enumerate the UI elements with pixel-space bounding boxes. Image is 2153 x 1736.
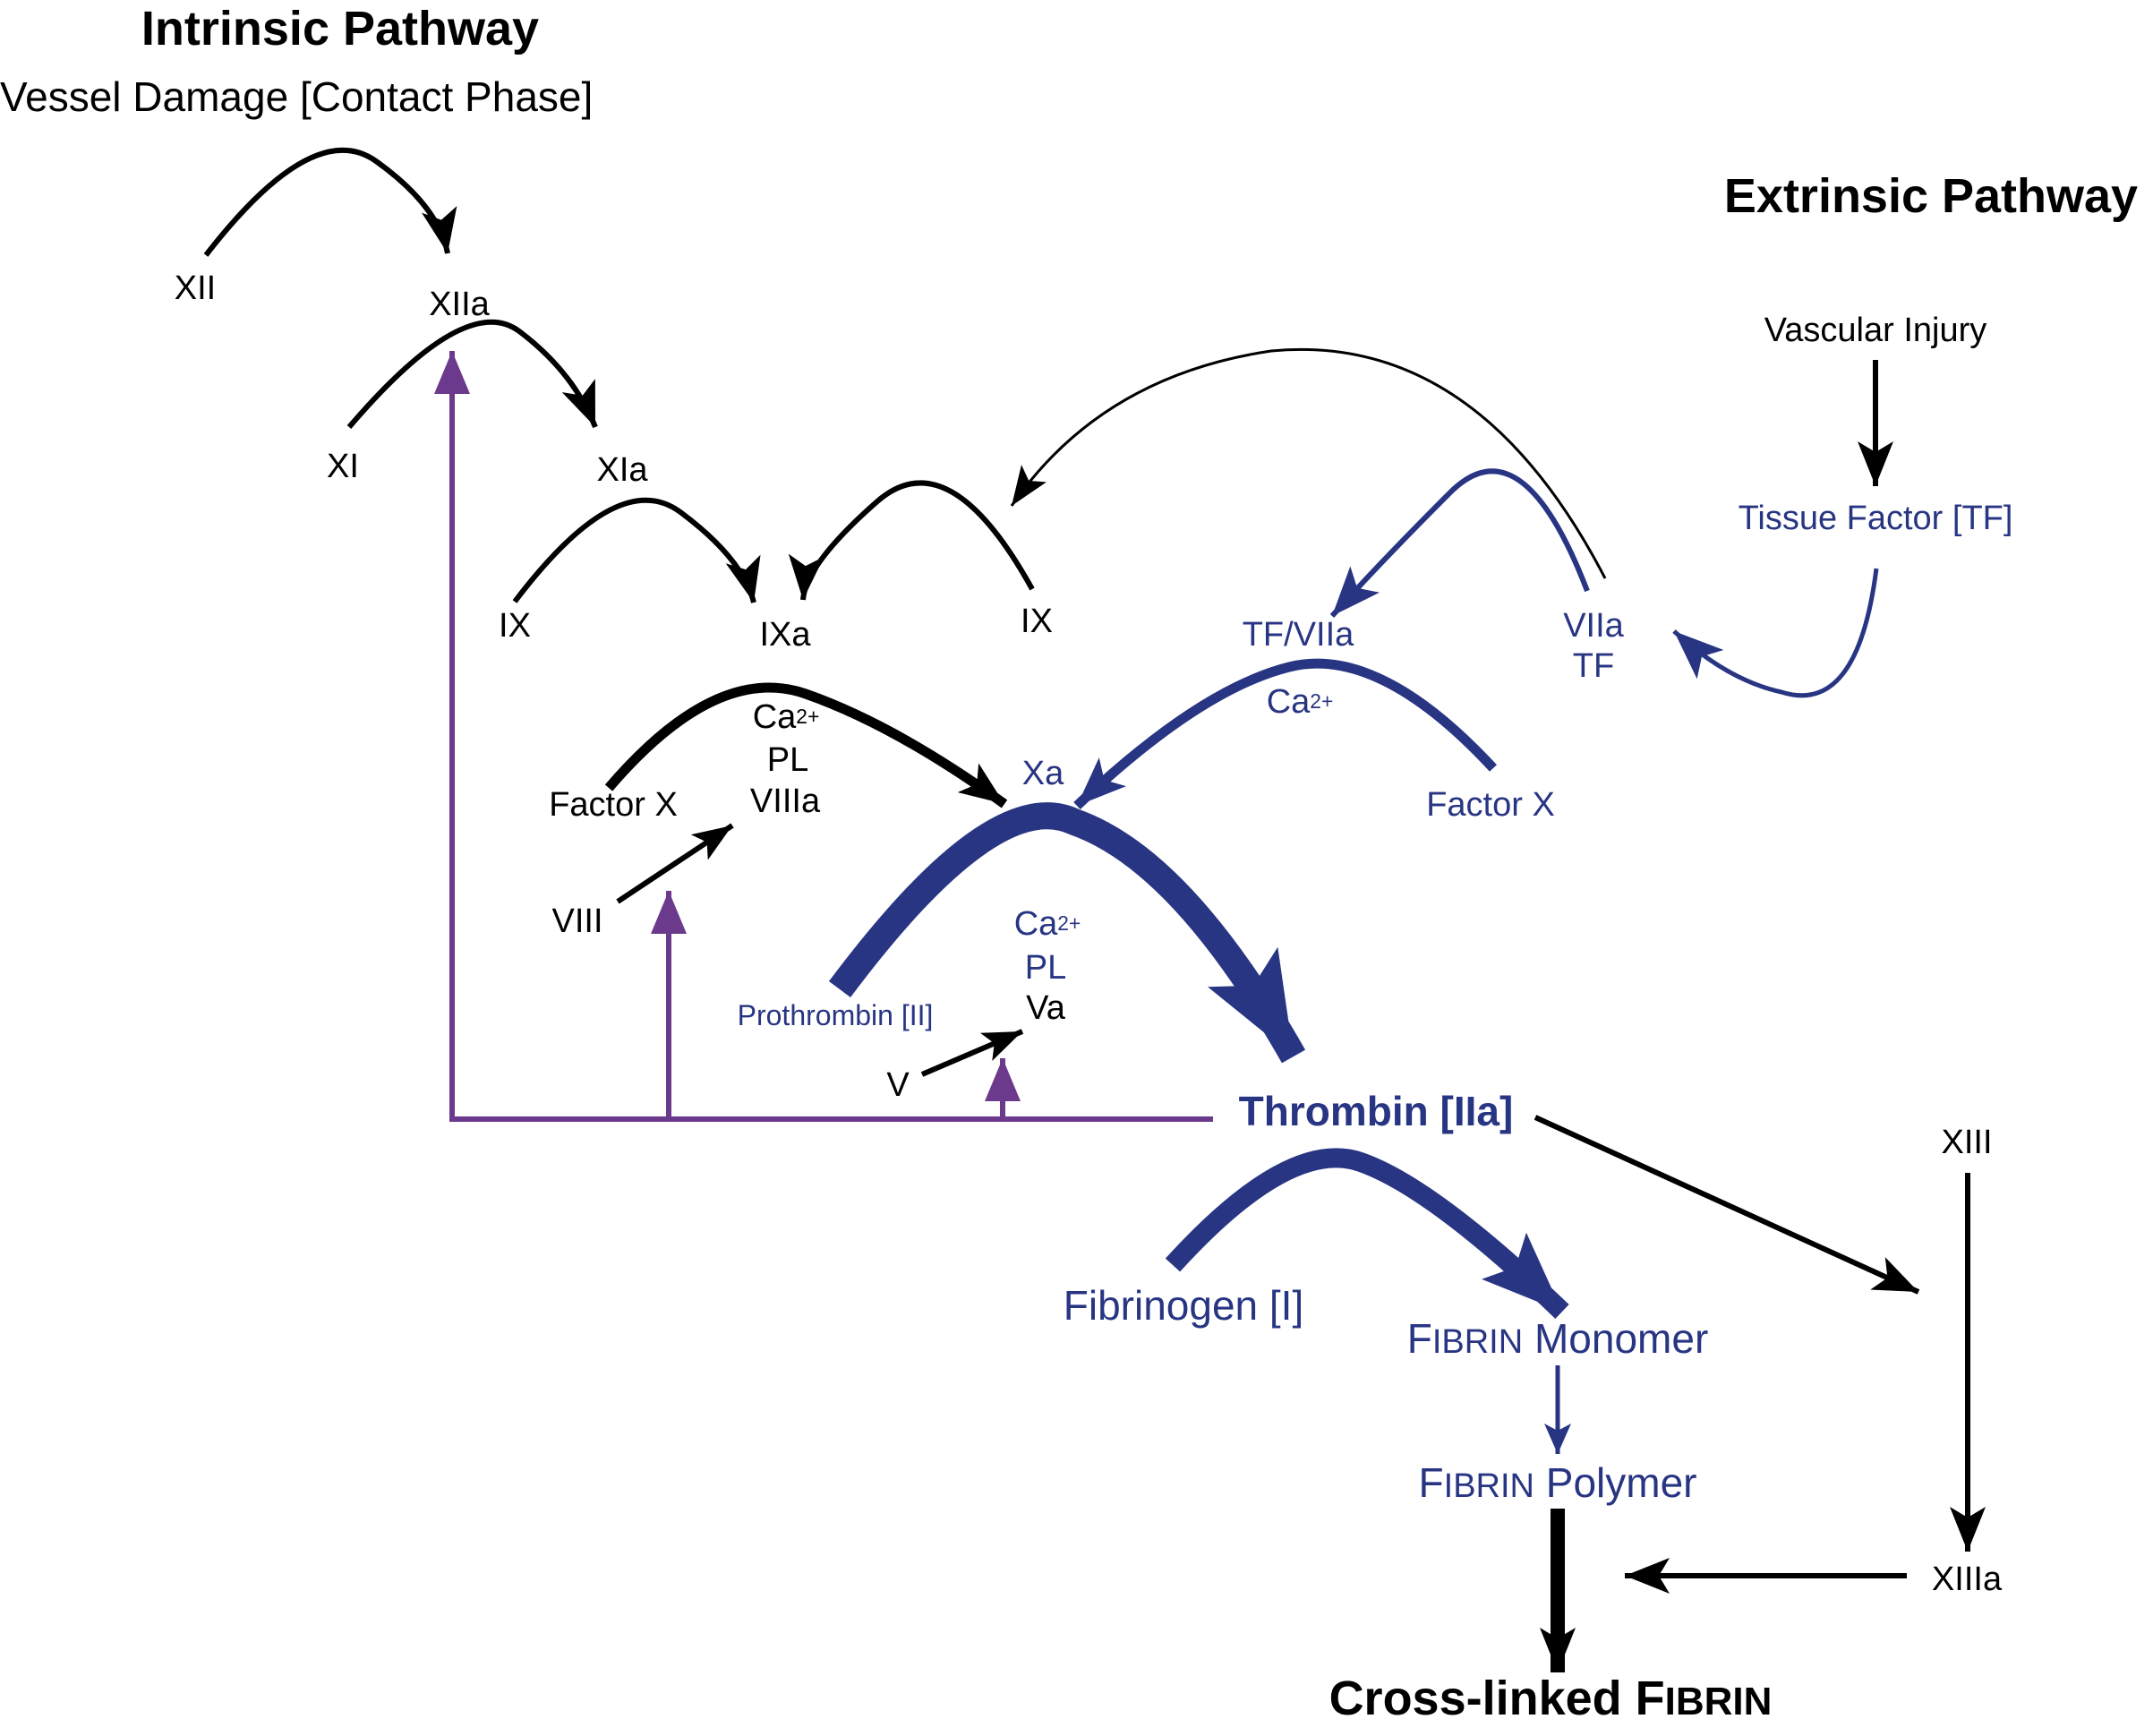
arc-factor-x-to-xa-extrinsic [1073, 658, 1498, 809]
label-ix-left: IX [499, 607, 531, 645]
label-viia: VIIa [1563, 607, 1624, 645]
thrombin-feedback-line [449, 428, 1213, 1122]
tenase-viiia: VIIIa [749, 782, 821, 820]
label-xa: Xa [1021, 755, 1064, 792]
label-tissue-factor: Tissue Factor [TF] [1738, 500, 2013, 537]
label-tf-viia: TF/VIIa [1242, 616, 1354, 654]
label-xiiia: XIIIa [1931, 1561, 2003, 1598]
label-factor-x-intrinsic: Factor X [549, 786, 678, 824]
intrinsic-pathway-subtitle: Vessel Damage [Contact Phase] [0, 73, 594, 120]
arc-xii-to-xiia [203, 147, 457, 257]
label-xiii: XIII [1941, 1124, 1993, 1161]
intrinsic-pathway-title: Intrinsic Pathway [141, 2, 540, 56]
prothrombinase-ca: Ca2+ [1013, 905, 1081, 943]
prothrombinase-va: Va [1026, 989, 1065, 1027]
label-xii: XII [174, 269, 217, 307]
arc-fibrinogen-to-monomer [1165, 1148, 1569, 1319]
tenase-pl: PL [766, 741, 809, 779]
arc-viia-to-tf-viia [1329, 468, 1590, 619]
label-v: V [886, 1066, 910, 1104]
extrinsic-ca: Ca2+ [1266, 683, 1334, 721]
arc-ix-to-ixa [512, 497, 761, 603]
label-fibrinogen: Fibrinogen [I] [1063, 1282, 1304, 1329]
label-xia: XIa [596, 451, 648, 489]
tenase-ca: Ca2+ [752, 698, 820, 736]
extrinsic-pathway-title: Extrinsic Pathway [1723, 169, 2139, 223]
label-prothrombin: Prothrombin [II] [737, 999, 934, 1031]
arrow-viii-to-viiia [616, 823, 734, 904]
label-crosslinked-fibrin: Cross-linked FIBRIN [1329, 1672, 1773, 1725]
label-vascular-injury: Vascular Injury [1764, 312, 1987, 349]
arrow-thrombin-to-xiii [1534, 1115, 1920, 1295]
arc-factor-x-tenase [604, 682, 1008, 808]
arc-prothrombin-to-thrombin [828, 802, 1306, 1064]
label-ix-right: IX [1021, 603, 1053, 640]
arc-ix-right-to-ixa [788, 480, 1035, 601]
arc-xi-to-xia [346, 319, 598, 429]
label-xi: XI [327, 448, 359, 485]
label-fibrin-polymer: FIBRIN Polymer [1418, 1459, 1697, 1506]
label-ixa: IXa [759, 616, 811, 654]
label-viii: VIII [551, 902, 603, 940]
arc-tf-to-viia [1672, 568, 1879, 698]
label-thrombin: Thrombin [IIa] [1238, 1088, 1514, 1134]
label-fibrin-monomer: FIBRIN Monomer [1406, 1315, 1709, 1362]
arrow-v-to-va [920, 1029, 1024, 1077]
arc-viia-to-ix [1010, 347, 1607, 579]
label-tf: TF [1572, 647, 1615, 685]
label-factor-x-extrinsic: Factor X [1426, 786, 1555, 824]
prothrombinase-pl: PL [1024, 949, 1067, 987]
label-xiia: XIIa [429, 286, 490, 323]
